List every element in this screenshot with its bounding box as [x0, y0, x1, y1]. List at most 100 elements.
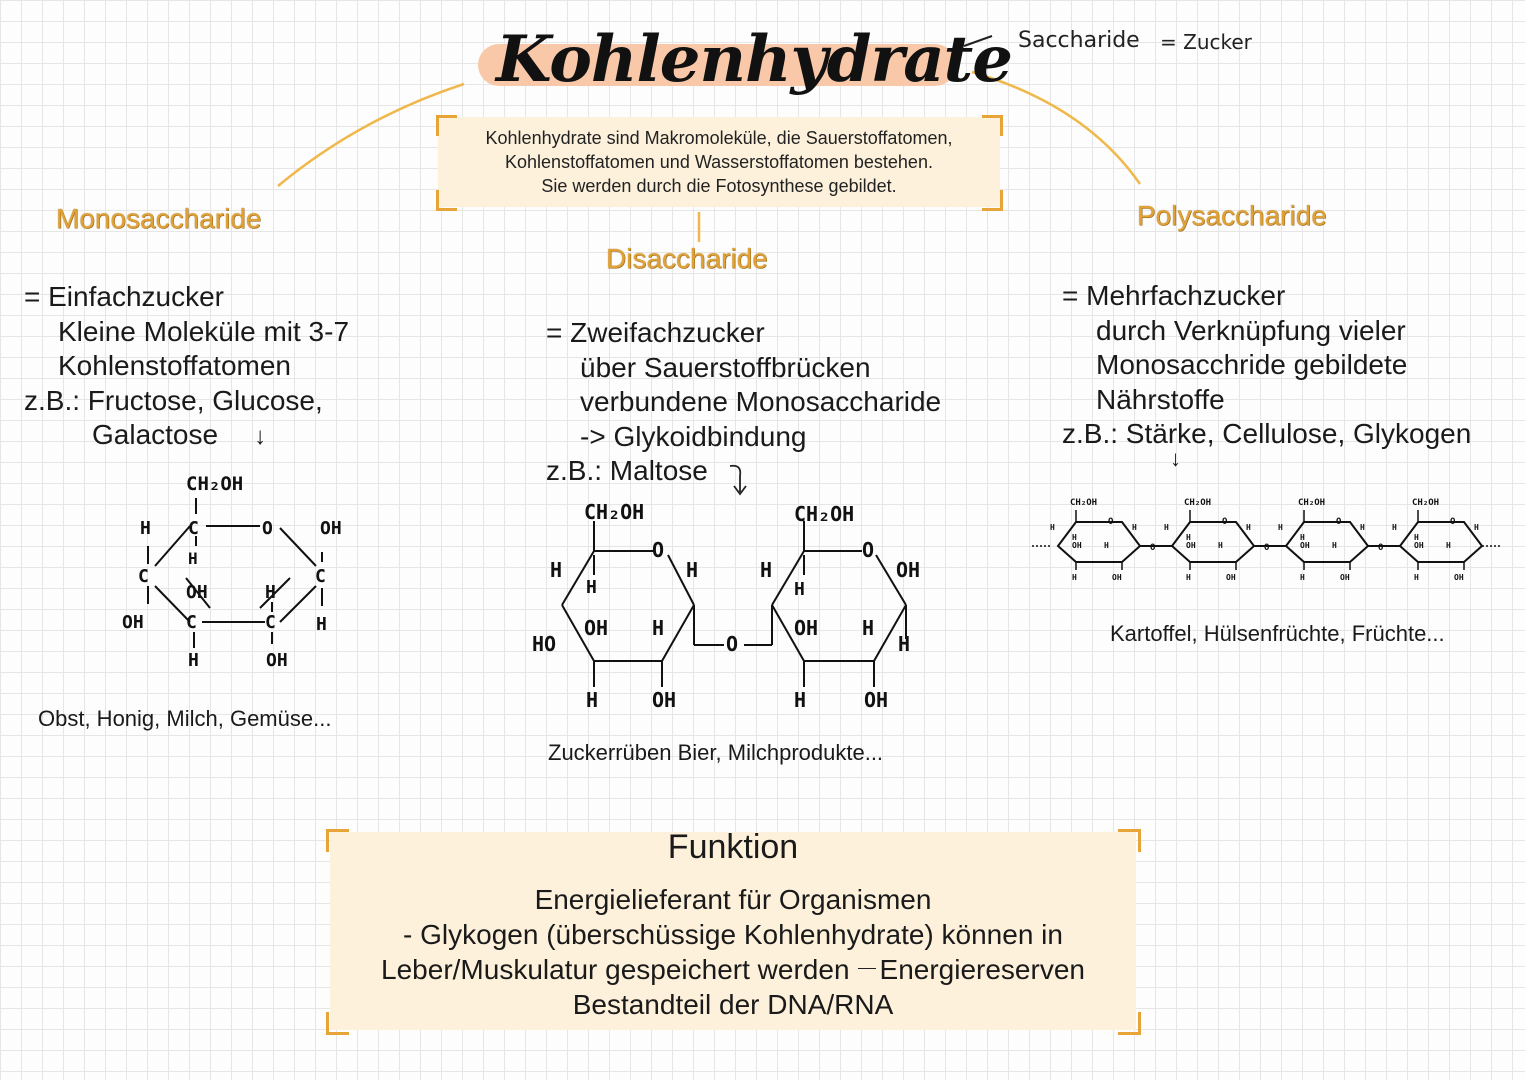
oh-label: OH: [266, 650, 288, 671]
bridge-o-label: O: [726, 632, 738, 656]
title-highlight: [478, 44, 956, 86]
h-label: H: [652, 616, 664, 640]
h-label: H: [586, 577, 597, 598]
h-label: H: [1072, 533, 1077, 542]
poly-examples: Kartoffel, Hülsenfrüchte, Früchte...: [1110, 621, 1445, 646]
h-label: H: [794, 688, 806, 712]
oh-label: OH: [1340, 573, 1350, 582]
h-label: H: [898, 632, 910, 656]
o-label: O: [1450, 517, 1456, 527]
h-label: H: [1300, 533, 1305, 542]
poly-line: Monosacchride gebildete: [1096, 349, 1408, 380]
ho-label: HO: [532, 632, 556, 656]
ch2oh-label: CH₂OH: [186, 473, 243, 495]
h-label: H: [1186, 573, 1191, 582]
h-label: H: [188, 650, 199, 671]
h-label: H: [1164, 523, 1169, 532]
mono-line: z.B.: Fructose, Glucose,: [24, 384, 323, 416]
o-label: O: [1108, 517, 1114, 527]
poly-description: = Mehrfachzucker durch Verknüpfung viele…: [1062, 279, 1471, 452]
h-label: H: [550, 558, 562, 582]
h-label: H: [188, 549, 198, 568]
oh-label: OH: [1072, 541, 1082, 550]
curved-arrow-icon: [729, 464, 747, 496]
poly-line: = Mehrfachzucker: [1062, 280, 1286, 311]
function-line-part: Energiereserven: [879, 954, 1085, 985]
bracket: [326, 1012, 349, 1035]
di-line: über Sauerstoffbrücken: [580, 351, 871, 383]
function-title: Funktion: [667, 828, 799, 866]
c-label: C: [138, 566, 149, 587]
h-label: H: [1104, 541, 1109, 550]
c-label: C: [265, 612, 276, 633]
h-label: H: [1050, 523, 1055, 532]
di-description: = Zweifachzucker über Sauerstoffbrücken …: [546, 316, 941, 489]
h-label: H: [1414, 533, 1419, 542]
o-label: O: [1222, 517, 1228, 527]
intro-line: Sie werden durch die Fotosynthese gebild…: [541, 176, 897, 196]
h-label: H: [1072, 573, 1077, 582]
dash-mark: [857, 968, 876, 969]
oh-label: OH: [652, 688, 676, 712]
di-line: -> Glykoidbindung: [580, 420, 807, 452]
c-label: C: [188, 518, 199, 539]
bracket: [436, 115, 457, 136]
oh-label: OH: [1186, 541, 1196, 550]
mono-examples: Obst, Honig, Milch, Gemüse...: [38, 706, 332, 731]
c-label: C: [315, 566, 326, 587]
ch2oh-label: CH₂OH: [1412, 498, 1439, 508]
h-label: H: [862, 616, 874, 640]
o-label: O: [1150, 543, 1156, 553]
h-label: H: [794, 579, 805, 600]
poly-line: z.B.: Stärke, Cellulose, Glykogen: [1062, 418, 1472, 449]
h-label: H: [1446, 541, 1451, 550]
side-note-saccharide: Saccharide: [1018, 28, 1140, 53]
function-line: Leber/Muskulatur gespeichert werden Energ…: [330, 952, 1136, 987]
ring: [1056, 521, 1142, 563]
maltose-structure: CH₂OH CH₂OH O O H H H H H OH OH H OH H H…: [532, 500, 920, 712]
glucose-structure: CH₂OH C O OH H H C C OH H OH C C H H OH: [122, 473, 342, 671]
h-label: H: [1132, 523, 1137, 532]
oh-label: OH: [122, 612, 144, 633]
h-label: H: [1300, 573, 1305, 582]
c-label: C: [186, 612, 197, 633]
mono-line: = Einfachzucker: [24, 281, 224, 312]
h-label: H: [1392, 523, 1397, 532]
di-heading: Disaccharide: [606, 243, 768, 274]
function-text: Energielieferant für Organismen - Glykog…: [330, 882, 1136, 1022]
di-line: = Zweifachzucker: [546, 317, 765, 348]
o-label: O: [262, 518, 273, 539]
di-line: z.B.: Maltose: [546, 455, 708, 486]
oh-label: OH: [1226, 573, 1236, 582]
bracket: [1118, 1012, 1141, 1035]
oh-label: OH: [1414, 541, 1424, 550]
oh-label: OH: [1300, 541, 1310, 550]
h-label: H: [1278, 523, 1283, 532]
ch2oh-label: CH₂OH: [1184, 498, 1211, 508]
oh-label: OH: [864, 688, 888, 712]
o-label: O: [1336, 517, 1342, 527]
function-line-part: Leber/Muskulatur gespeichert werden: [381, 954, 850, 985]
poly-line: Nährstoffe: [1096, 383, 1225, 415]
h-label: H: [316, 614, 327, 635]
ch2oh-label: CH₂OH: [584, 500, 644, 524]
h-label: H: [1186, 533, 1191, 542]
o-label: O: [1378, 543, 1384, 553]
mono-line: Galactose↓: [24, 418, 349, 455]
ch2oh-label: CH₂OH: [1298, 498, 1325, 508]
h-label: H: [1332, 541, 1337, 550]
function-line: Bestandteil der DNA/RNA: [572, 989, 894, 1020]
di-line: verbundene Monosaccharide: [580, 386, 942, 417]
side-note-zucker: = Zucker: [1160, 30, 1252, 54]
bracket: [326, 829, 349, 852]
h-label: H: [760, 558, 772, 582]
function-box: [330, 832, 1136, 1030]
ring: [1170, 521, 1256, 563]
mono-line: Kohlenstoffatomen: [58, 350, 291, 381]
h-label: H: [1360, 523, 1365, 532]
bracket: [982, 190, 1003, 211]
ch2oh-label: CH₂OH: [1070, 498, 1097, 508]
h-label: H: [140, 518, 151, 539]
